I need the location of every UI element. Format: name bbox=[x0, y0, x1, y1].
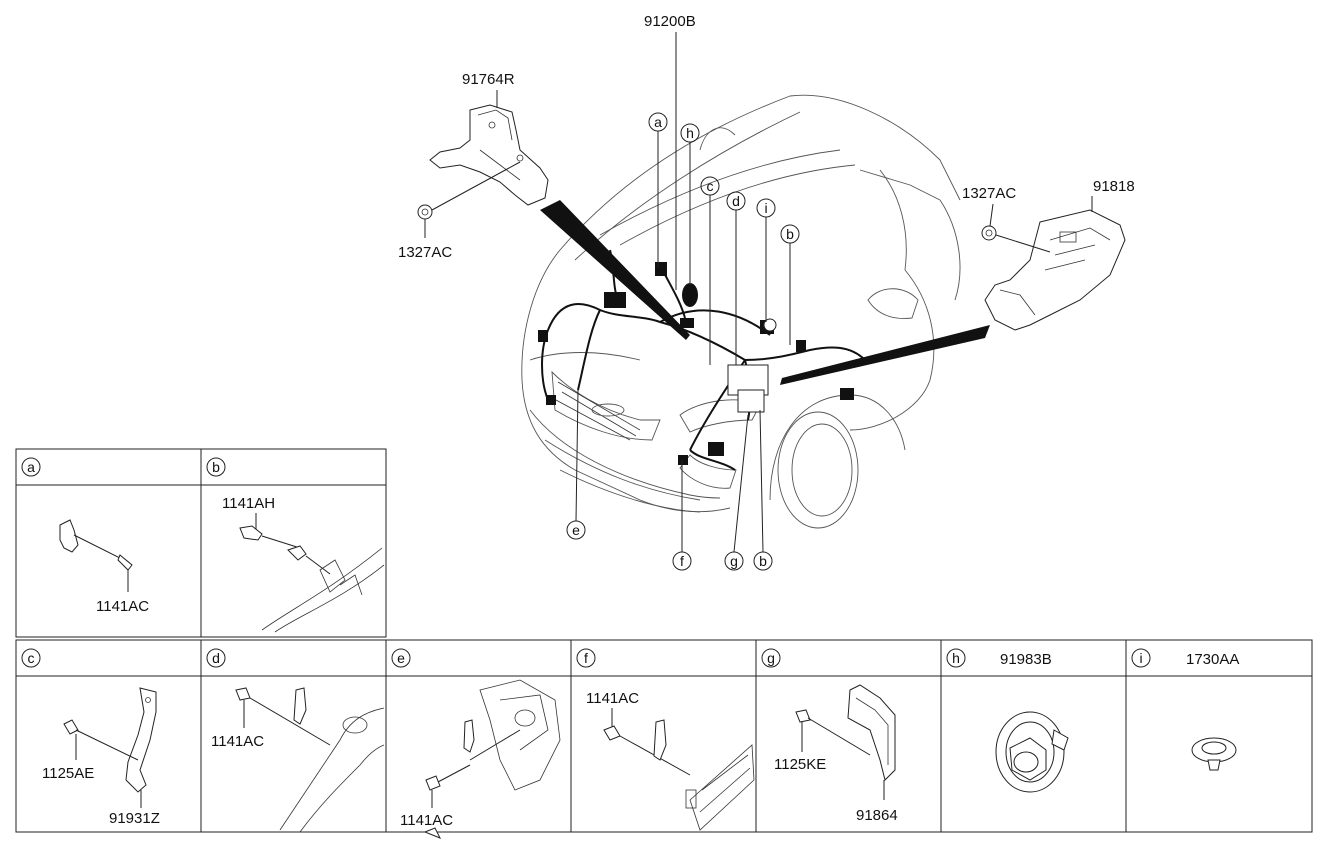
callout-f: f bbox=[672, 460, 692, 571]
callout-c: c bbox=[700, 176, 720, 365]
svg-text:f: f bbox=[680, 553, 684, 569]
detail-box-c: c 1125AE 91931Z bbox=[15, 639, 202, 833]
svg-text:e: e bbox=[397, 650, 405, 666]
wiring-harness-91200b bbox=[538, 249, 866, 471]
callout-d: d bbox=[726, 191, 746, 365]
detail-box-f: f 1141AC bbox=[570, 639, 757, 833]
svg-text:b: b bbox=[212, 459, 220, 475]
detail-box-g: g 1125KE 91864 bbox=[755, 639, 942, 833]
label-91818: 91818 bbox=[1093, 178, 1135, 195]
callout-b-bottom: b bbox=[753, 409, 773, 571]
svg-text:c: c bbox=[28, 650, 35, 666]
part-label-91931z: 91931Z bbox=[109, 810, 160, 827]
part-label-1141ac-f: 1141AC bbox=[586, 690, 639, 707]
part-label-1141ac-a: 1141AC bbox=[96, 598, 149, 615]
label-91200b: 91200B bbox=[644, 13, 696, 30]
svg-text:i: i bbox=[764, 200, 767, 216]
part-label-1141ac-d: 1141AC bbox=[211, 733, 264, 750]
vehicle-illustration bbox=[521, 94, 961, 529]
label-1327ac-left: 1327AC bbox=[398, 244, 452, 261]
part-label-1125ae: 1125AE bbox=[42, 765, 94, 782]
svg-text:h: h bbox=[952, 650, 960, 666]
callout-a: a bbox=[648, 112, 668, 268]
svg-text:d: d bbox=[732, 193, 740, 209]
pointer-wedge-right bbox=[780, 325, 990, 385]
svg-text:a: a bbox=[654, 114, 662, 130]
detail-box-e: e 1141AC bbox=[385, 639, 572, 839]
detail-box-d: d 1141AC bbox=[200, 639, 387, 833]
pointer-wedge-left bbox=[540, 200, 690, 340]
svg-text:a: a bbox=[27, 459, 35, 475]
svg-text:g: g bbox=[730, 553, 738, 569]
part-label-1730aa: 1730AA bbox=[1186, 651, 1239, 668]
bracket-91764r bbox=[429, 104, 549, 206]
svg-text:f: f bbox=[584, 650, 588, 666]
connector bbox=[604, 292, 626, 308]
label-1327ac-right: 1327AC bbox=[962, 185, 1016, 202]
svg-text:i: i bbox=[1139, 650, 1142, 666]
part-label-91983b: 91983B bbox=[1000, 651, 1052, 668]
detail-box-h: h 91983B bbox=[940, 639, 1127, 833]
callout-e: e bbox=[566, 389, 586, 540]
callout-g: g bbox=[724, 414, 749, 571]
callout-h: h bbox=[680, 123, 700, 285]
detail-box-i: i 1730AA bbox=[1125, 639, 1313, 833]
svg-text:d: d bbox=[212, 650, 220, 666]
detail-box-b: b 1141AH bbox=[200, 448, 387, 638]
label-91764r: 91764R bbox=[462, 71, 515, 88]
part-label-1125ke: 1125KE bbox=[774, 756, 826, 773]
svg-text:e: e bbox=[572, 522, 580, 538]
svg-text:b: b bbox=[759, 553, 767, 569]
part-label-1141ah: 1141AH bbox=[222, 495, 275, 512]
svg-text:c: c bbox=[707, 178, 714, 194]
callout-i: i bbox=[756, 198, 776, 322]
part-label-91864: 91864 bbox=[856, 807, 898, 824]
svg-text:b: b bbox=[786, 226, 794, 242]
nut-1327ac-right bbox=[981, 225, 997, 241]
svg-text:h: h bbox=[686, 125, 694, 141]
nut-1327ac-left bbox=[417, 204, 433, 220]
cover-91818 bbox=[984, 209, 1126, 331]
callout-b-top: b bbox=[780, 224, 800, 345]
part-label-1141ac-e: 1141AC bbox=[400, 812, 453, 829]
detail-box-a: a 1141AC bbox=[15, 448, 202, 638]
svg-text:g: g bbox=[767, 650, 775, 666]
